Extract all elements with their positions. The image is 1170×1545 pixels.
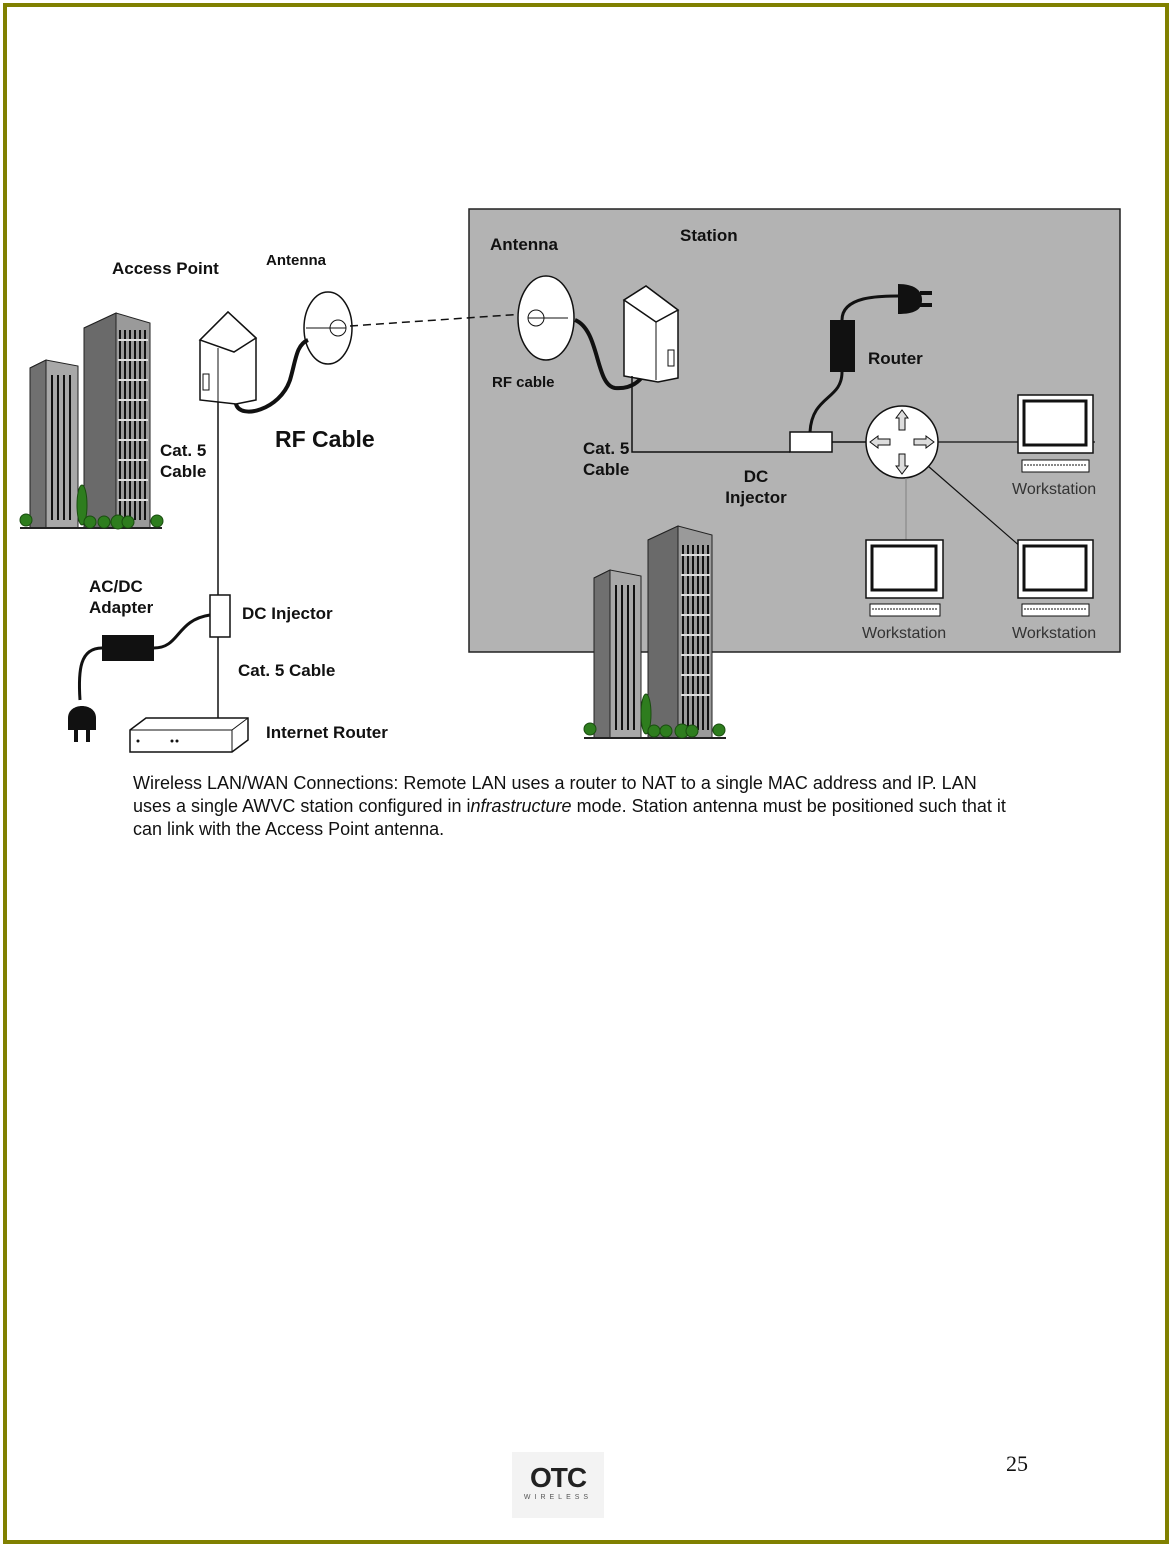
network-diagram — [19, 208, 1121, 753]
station-building-icon — [583, 525, 726, 739]
workstation-label: Workstation — [1012, 625, 1097, 642]
station-panel — [468, 208, 1121, 653]
ap-plug-icon — [68, 706, 96, 742]
ap-dc-injector-box — [209, 594, 231, 638]
workstation-label: Workstation — [862, 625, 947, 642]
caption-text-end: mode. Station antenna must be positioned… — [133, 796, 1006, 839]
station-label: Station — [680, 226, 738, 245]
figure-caption: Wireless LAN/WAN Connections: Remote LAN… — [133, 772, 1013, 841]
ap-dc-injector-label: DC Injector — [242, 604, 333, 623]
workstation-label: Workstation — [1012, 481, 1097, 498]
station-rf-cable-label: RF cable — [492, 374, 555, 391]
workstation-icon — [1017, 539, 1094, 617]
ac-dc-adapter-label: AC/DC Adapter — [89, 577, 154, 617]
rf-cable-label: RF Cable — [275, 426, 375, 452]
ap-cat5-label: Cat. 5 Cable — [160, 441, 207, 481]
access-point-unit-icon — [198, 310, 258, 405]
station-antenna-label: Antenna — [490, 235, 558, 254]
internet-router-icon — [129, 717, 249, 753]
station-cat5-label: Cat. 5 Cable — [583, 439, 630, 479]
logo-subtext: WIRELESS — [523, 1494, 593, 1501]
caption-text: Wireless LAN/WAN Connections: Remote LAN… — [133, 773, 977, 816]
page-number: 25 — [1006, 1451, 1028, 1476]
station-dc-injector-label: DC Injector — [725, 467, 787, 507]
page-border — [3, 3, 1169, 1544]
internet-router-label: Internet Router — [266, 723, 388, 742]
station-antenna-icon — [517, 275, 575, 361]
station-cat5-cable — [631, 376, 790, 453]
ap-cat5-cable-label: Cat. 5 Cable — [238, 661, 336, 680]
router-plug-icon — [898, 284, 932, 314]
ap-rf-cable — [234, 338, 309, 414]
caption-italic: nfrastructure — [470, 796, 572, 816]
hub-router-icon — [865, 405, 939, 479]
ap-antenna-label: Antenna — [266, 252, 326, 269]
workstation-icon — [1017, 394, 1094, 473]
access-point-label: Access Point — [112, 259, 219, 278]
access-point-antenna-icon — [303, 291, 353, 365]
logo-text: OTC — [529, 1462, 587, 1493]
access-point-building-icon — [19, 312, 164, 530]
workstation-icon — [865, 539, 944, 617]
router-label: Router — [868, 349, 923, 368]
ac-dc-adapter-icon — [102, 635, 154, 661]
wireless-link — [349, 313, 525, 327]
station-dc-injector-box — [789, 431, 833, 453]
otc-wireless-logo: OTC WIRELESS — [512, 1452, 604, 1518]
station-unit-icon — [622, 285, 680, 383]
router-power-adapter-icon — [830, 320, 855, 372]
